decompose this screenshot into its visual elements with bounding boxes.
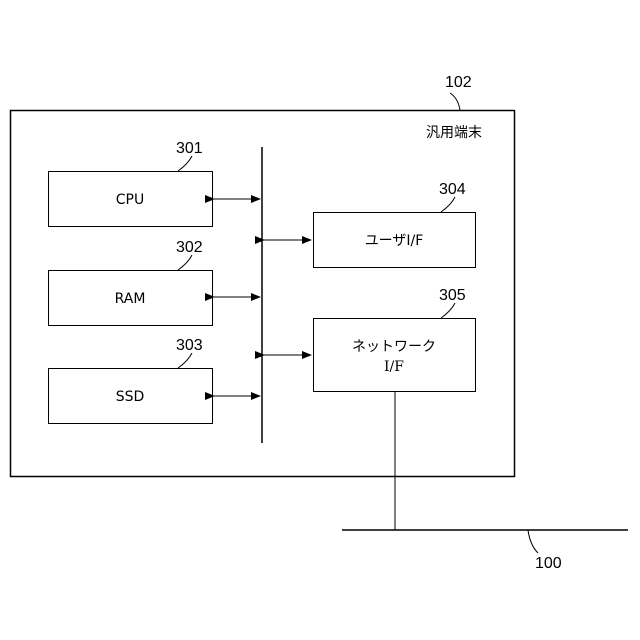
cpu-ref-label: 301 [176, 140, 203, 157]
cpu-label: CPU [116, 192, 144, 208]
network-if-block [314, 319, 476, 392]
ssd-ref-leader [178, 353, 192, 368]
cpu-ref-leader [178, 156, 192, 171]
terminal-title: 汎用端末 [426, 125, 482, 141]
network-if-label-line1: ネットワーク [352, 339, 436, 355]
network-ref-leader [528, 530, 538, 553]
ram-ref-leader [178, 255, 192, 270]
user-if-ref-label: 304 [439, 181, 466, 198]
ram-ref-label: 302 [176, 239, 203, 256]
user-if-ref-leader [441, 197, 455, 212]
ssd-ref-label: 303 [176, 337, 203, 354]
ssd-label: SSD [116, 389, 145, 405]
network-if-ref-leader [441, 303, 455, 318]
terminal-ref-leader [450, 93, 460, 110]
ram-label: RAM [115, 291, 146, 307]
terminal-ref-label: 102 [445, 74, 472, 91]
network-ref-label: 100 [535, 555, 562, 572]
network-if-ref-label: 305 [439, 287, 466, 304]
user-if-label: ユーザI/F [365, 233, 424, 249]
network-if-label-line2: I/F [384, 359, 404, 375]
